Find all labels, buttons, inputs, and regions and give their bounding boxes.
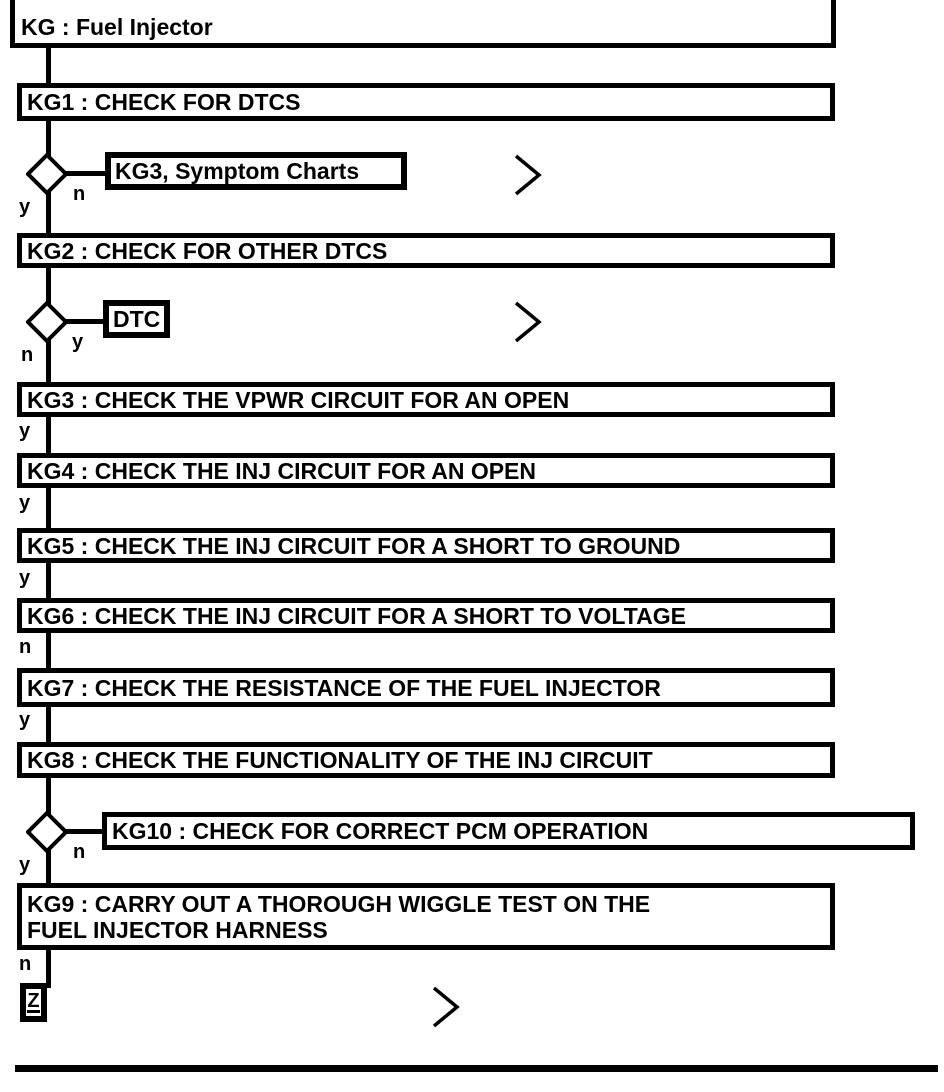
- flow-connector: [46, 633, 51, 668]
- flow-connector: [46, 778, 51, 814]
- flow-connector: [46, 950, 51, 988]
- step-kg6-label: KG6 : CHECK THE INJ CIRCUIT FOR A SHORT …: [27, 602, 686, 629]
- step-kg7: KG7 : CHECK THE RESISTANCE OF THE FUEL I…: [17, 668, 835, 707]
- flow-connector: [64, 171, 105, 176]
- step-kg3-label: KG3 : CHECK THE VPWR CIRCUIT FOR AN OPEN: [27, 386, 570, 413]
- flow-connector: [46, 192, 51, 233]
- step-kg8: KG8 : CHECK THE FUNCTIONALITY OF THE INJ…: [17, 742, 835, 778]
- flow-connector: [46, 850, 51, 883]
- decision-diamond-after-kg2: [26, 301, 68, 343]
- flow-connector: [46, 417, 51, 453]
- step-kg1-label: KG1 : CHECK FOR DTCS: [27, 89, 301, 115]
- chart-title: KG : Fuel Injector: [21, 14, 213, 40]
- step-kg2-label: KG2 : CHECK FOR OTHER DTCS: [27, 237, 388, 264]
- flow-connector: [46, 488, 51, 528]
- step-kg10: KG10 : CHECK FOR CORRECT PCM OPERATION: [102, 812, 915, 850]
- branch-no-label: n: [73, 841, 86, 863]
- step-kg9-label-line2: FUEL INJECTOR HARNESS: [27, 916, 328, 943]
- step-kg5: KG5 : CHECK THE INJ CIRCUIT FOR A SHORT …: [17, 528, 835, 563]
- step-result-label: n: [19, 636, 32, 658]
- chart-title-box: KG : Fuel Injector: [10, 0, 836, 48]
- step-kg5-label: KG5 : CHECK THE INJ CIRCUIT FOR A SHORT …: [27, 532, 681, 559]
- step-kg6: KG6 : CHECK THE INJ CIRCUIT FOR A SHORT …: [17, 598, 835, 633]
- ref-kg3-symptom-charts-label: KG3, Symptom Charts: [115, 157, 360, 184]
- step-result-label: y: [19, 567, 31, 589]
- flow-connector: [46, 268, 51, 304]
- flow-connector: [46, 48, 51, 83]
- ref-kg3-symptom-charts[interactable]: KG3, Symptom Charts: [105, 152, 407, 190]
- step-result-label: y: [19, 420, 31, 442]
- step-kg1: KG1 : CHECK FOR DTCS: [17, 83, 835, 121]
- step-kg2: KG2 : CHECK FOR OTHER DTCS: [17, 233, 835, 268]
- flow-connector: [46, 563, 51, 598]
- step-kg9: KG9 : CARRY OUT A THOROUGH WIGGLE TEST O…: [17, 883, 835, 950]
- step-result-label: n: [19, 953, 32, 975]
- branch-yes-label: y: [19, 196, 31, 218]
- decision-diamond-after-kg8: [26, 811, 68, 853]
- step-kg4: KG4 : CHECK THE INJ CIRCUIT FOR AN OPEN: [17, 453, 835, 488]
- step-kg3: KG3 : CHECK THE VPWR CIRCUIT FOR AN OPEN: [17, 382, 835, 417]
- flow-connector: [46, 340, 51, 382]
- branch-no-label: n: [73, 183, 86, 205]
- step-kg9-label-line1: KG9 : CARRY OUT A THOROUGH WIGGLE TEST O…: [27, 890, 651, 917]
- flow-connector: [46, 707, 51, 742]
- ref-dtc[interactable]: DTC: [103, 300, 170, 338]
- flow-connector: [64, 319, 103, 324]
- ref-dtc-label: DTC: [113, 305, 161, 332]
- bottom-rule: [15, 1065, 938, 1072]
- step-result-label: y: [19, 492, 31, 514]
- flow-connector: [46, 121, 51, 156]
- step-kg10-label: KG10 : CHECK FOR CORRECT PCM OPERATION: [112, 817, 649, 844]
- terminal-z-box[interactable]: Z: [20, 983, 47, 1022]
- branch-yes-label: y: [72, 331, 84, 353]
- decision-diamond-after-kg1: [26, 153, 68, 195]
- step-result-label: y: [19, 709, 31, 731]
- step-kg4-label: KG4 : CHECK THE INJ CIRCUIT FOR AN OPEN: [27, 457, 537, 484]
- step-kg8-label: KG8 : CHECK THE FUNCTIONALITY OF THE INJ…: [27, 747, 653, 773]
- offpage-chevron-icon[interactable]: [512, 152, 542, 198]
- offpage-chevron-icon[interactable]: [512, 299, 542, 345]
- branch-no-label: n: [21, 344, 34, 366]
- step-kg7-label: KG7 : CHECK THE RESISTANCE OF THE FUEL I…: [27, 674, 661, 701]
- offpage-chevron-icon[interactable]: [430, 984, 460, 1030]
- branch-yes-label: y: [19, 854, 31, 876]
- flow-connector: [64, 829, 102, 834]
- terminal-z-label: Z: [27, 990, 40, 1013]
